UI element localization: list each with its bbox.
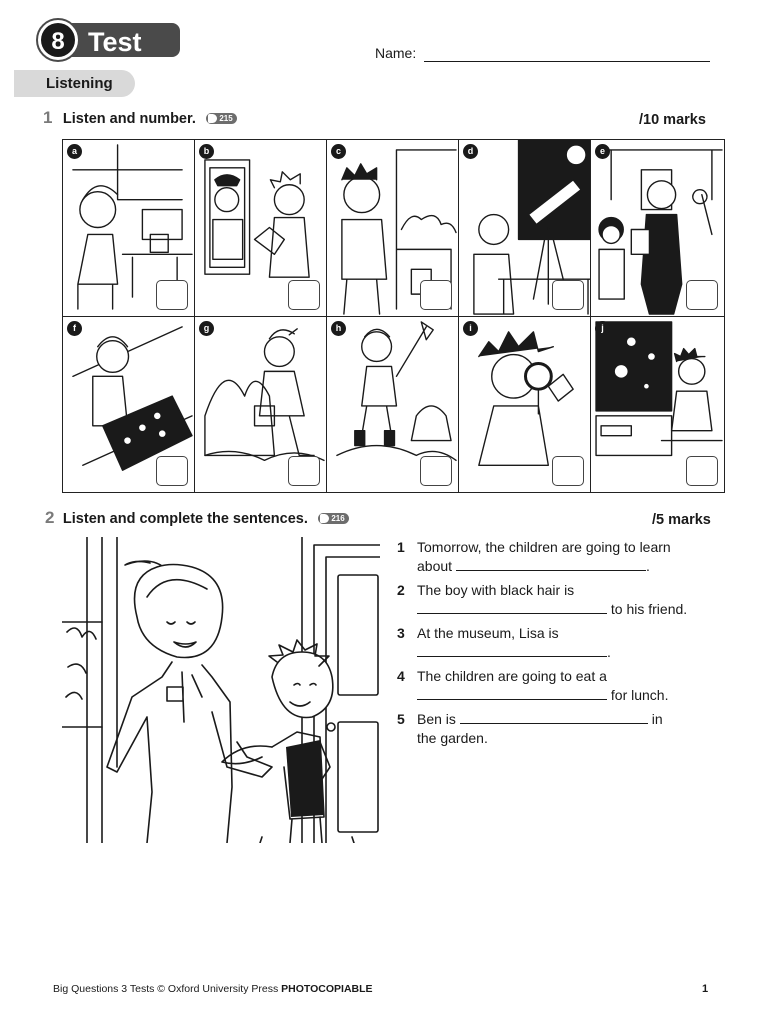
picture-letter: i (463, 321, 478, 336)
sentence-item: 5 Ben is in the garden. (397, 710, 719, 748)
mother-and-boy-illustration (62, 537, 380, 843)
sentence-text: Ben is (417, 711, 456, 727)
exercise-number: 1 (43, 108, 53, 127)
name-field-line[interactable] (424, 61, 710, 62)
illustration (341, 149, 457, 315)
speaker-icon (320, 514, 330, 524)
picture-b: b (195, 140, 327, 317)
answer-box[interactable] (552, 280, 584, 310)
picture-letter: e (595, 144, 610, 159)
exercise-1-heading: 1 Listen and number. 215 (43, 108, 237, 128)
sentence-text: Tomorrow, the children are going to lear… (417, 539, 671, 555)
speaker-icon (208, 114, 218, 124)
picture-grid: a b c d e f g h i j (62, 139, 725, 493)
sentence-item: 2 The boy with black hair is to his frien… (397, 581, 719, 619)
illustration (598, 149, 723, 315)
answer-blank[interactable] (455, 557, 646, 571)
exercise-2-marks: /5 marks (652, 512, 711, 528)
illustration (204, 328, 325, 462)
illustration (72, 144, 193, 310)
picture-letter: c (331, 144, 346, 159)
answer-box[interactable] (420, 456, 452, 486)
sentence-number: 2 (397, 582, 405, 598)
sentence-text-after: . (607, 644, 611, 660)
name-label: Name: (375, 45, 417, 61)
sentence-item: 4 The children are going to eat a for lun… (397, 667, 719, 705)
picture-letter: g (199, 321, 214, 336)
picture-h: h (327, 317, 459, 492)
answer-blank[interactable] (417, 686, 607, 700)
picture-letter: d (463, 144, 478, 159)
sentence-item: 3 At the museum, Lisa is. (397, 624, 719, 662)
answer-box[interactable] (156, 280, 188, 310)
picture-f: f (63, 317, 195, 492)
track-number: 216 (331, 514, 345, 524)
illustration (336, 321, 457, 462)
picture-j: j (591, 317, 724, 492)
test-number: 8 (51, 28, 64, 55)
picture-a: a (63, 140, 195, 317)
sentence-text: The children are going to eat a (417, 668, 607, 684)
sentence-text-line2: the garden. (417, 730, 488, 746)
exercise-number: 2 (45, 508, 55, 527)
test-word: Test (88, 27, 142, 57)
exercise-1-marks: /10 marks (639, 112, 706, 128)
sentence-text-before: about (417, 558, 453, 574)
picture-letter: j (595, 321, 610, 336)
exercise-2-heading: 2 Listen and complete the sentences. 216 (45, 508, 349, 528)
picture-letter: f (67, 321, 82, 336)
track-number: 215 (219, 114, 233, 124)
answer-blank[interactable] (417, 600, 607, 614)
section-tab-listening: Listening (14, 70, 135, 97)
illustration (204, 159, 310, 278)
test-badge: 8 Test (36, 18, 180, 62)
audio-track-badge[interactable]: 216 (318, 513, 349, 525)
page-number: 1 (702, 983, 709, 995)
footer-copyright: Big Questions 3 Tests © Oxford Universit… (53, 983, 279, 995)
sentence-number: 3 (397, 625, 405, 641)
answer-box[interactable] (686, 280, 718, 310)
sentence-list: 1 Tomorrow, the children are going to lea… (397, 538, 719, 753)
picture-e: e (591, 140, 724, 317)
answer-box[interactable] (686, 456, 718, 486)
picture-letter: b (199, 144, 214, 159)
sentence-text-after: in (651, 711, 663, 727)
answer-box[interactable] (552, 456, 584, 486)
audio-track-badge[interactable]: 215 (206, 113, 237, 125)
illustration (595, 321, 723, 457)
sentence-text-after: to his friend. (610, 601, 688, 617)
illustration (473, 140, 590, 315)
picture-g: g (195, 317, 327, 492)
sentence-text-after: for lunch. (610, 687, 669, 703)
sentence-number: 1 (397, 539, 405, 555)
answer-box[interactable] (288, 280, 320, 310)
answer-box[interactable] (156, 456, 188, 486)
sentence-number: 5 (397, 711, 405, 727)
picture-i: i (459, 317, 591, 492)
illustration (478, 331, 574, 466)
sentence-number: 4 (397, 668, 405, 684)
picture-letter: h (331, 321, 346, 336)
exercise-title: Listen and number. (62, 111, 196, 127)
sentence-text-after: . (645, 558, 650, 574)
illustration (72, 326, 193, 471)
sentence-item: 1 Tomorrow, the children are going to lea… (397, 538, 719, 576)
picture-letter: a (67, 144, 82, 159)
sentence-text: At the museum, Lisa is (417, 625, 559, 641)
answer-blank[interactable] (459, 710, 648, 724)
footer-photocopiable: PHOTOCOPIABLE (281, 983, 373, 995)
answer-box[interactable] (420, 280, 452, 310)
exercise-title: Listen and complete the sentences. (62, 511, 308, 527)
answer-blank[interactable] (417, 643, 607, 657)
picture-c: c (327, 140, 459, 317)
sentence-text: The boy with black hair is (417, 582, 575, 598)
answer-box[interactable] (288, 456, 320, 486)
footer: Big Questions 3 Tests © Oxford Universit… (53, 983, 373, 995)
picture-d: d (459, 140, 591, 317)
